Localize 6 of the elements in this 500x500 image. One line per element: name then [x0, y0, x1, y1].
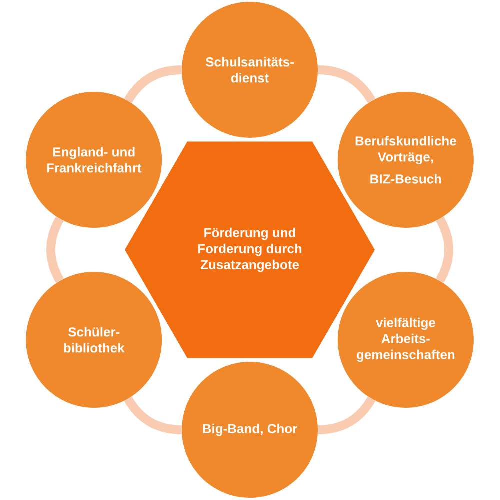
ring-segment — [46, 216, 64, 284]
ring-segment — [318, 396, 376, 434]
ring-segment — [124, 66, 182, 104]
ring-segment — [124, 396, 182, 434]
ring-segment — [318, 66, 376, 104]
ring-segment — [436, 216, 454, 284]
